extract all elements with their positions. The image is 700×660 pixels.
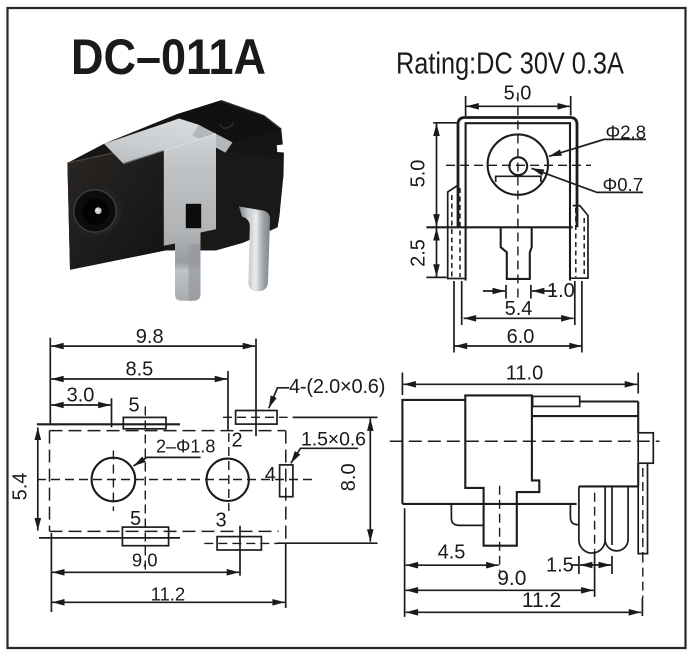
svg-text:Rating:DC 30V 0.3A: Rating:DC 30V 0.3A bbox=[396, 46, 624, 80]
svg-text:6.0: 6.0 bbox=[507, 326, 535, 348]
svg-text:DC–011A: DC–011A bbox=[71, 30, 266, 86]
svg-text:2–Φ1.8: 2–Φ1.8 bbox=[156, 437, 215, 457]
svg-text:4-(2.0×0.6): 4-(2.0×0.6) bbox=[289, 376, 385, 398]
svg-text:9.0: 9.0 bbox=[132, 550, 158, 571]
svg-text:5.0: 5.0 bbox=[407, 160, 429, 188]
svg-text:2.5: 2.5 bbox=[407, 239, 429, 267]
svg-text:3: 3 bbox=[215, 509, 226, 531]
svg-text:5: 5 bbox=[128, 395, 139, 417]
svg-text:4.5: 4.5 bbox=[438, 542, 466, 564]
svg-text:9.0: 9.0 bbox=[497, 567, 526, 590]
svg-text:8.5: 8.5 bbox=[125, 359, 153, 381]
svg-text:11.2: 11.2 bbox=[151, 584, 186, 605]
svg-text:3.0: 3.0 bbox=[67, 385, 95, 407]
svg-text:2: 2 bbox=[231, 430, 242, 452]
svg-text:Φ2.8: Φ2.8 bbox=[606, 122, 646, 143]
svg-text:9.8: 9.8 bbox=[136, 326, 164, 348]
svg-text:11.0: 11.0 bbox=[506, 363, 543, 385]
svg-text:4: 4 bbox=[265, 464, 276, 486]
svg-text:5.0: 5.0 bbox=[504, 83, 532, 105]
svg-text:5: 5 bbox=[130, 508, 141, 530]
svg-text:1.0: 1.0 bbox=[547, 280, 575, 302]
svg-text:5.4: 5.4 bbox=[10, 473, 32, 501]
svg-text:1.5: 1.5 bbox=[546, 555, 574, 577]
svg-text:8.0: 8.0 bbox=[338, 463, 360, 491]
svg-text:Φ0.7: Φ0.7 bbox=[603, 174, 643, 195]
svg-text:5.4: 5.4 bbox=[505, 298, 533, 320]
svg-text:11.2: 11.2 bbox=[522, 589, 561, 612]
svg-text:1.5×0.6: 1.5×0.6 bbox=[301, 429, 366, 451]
